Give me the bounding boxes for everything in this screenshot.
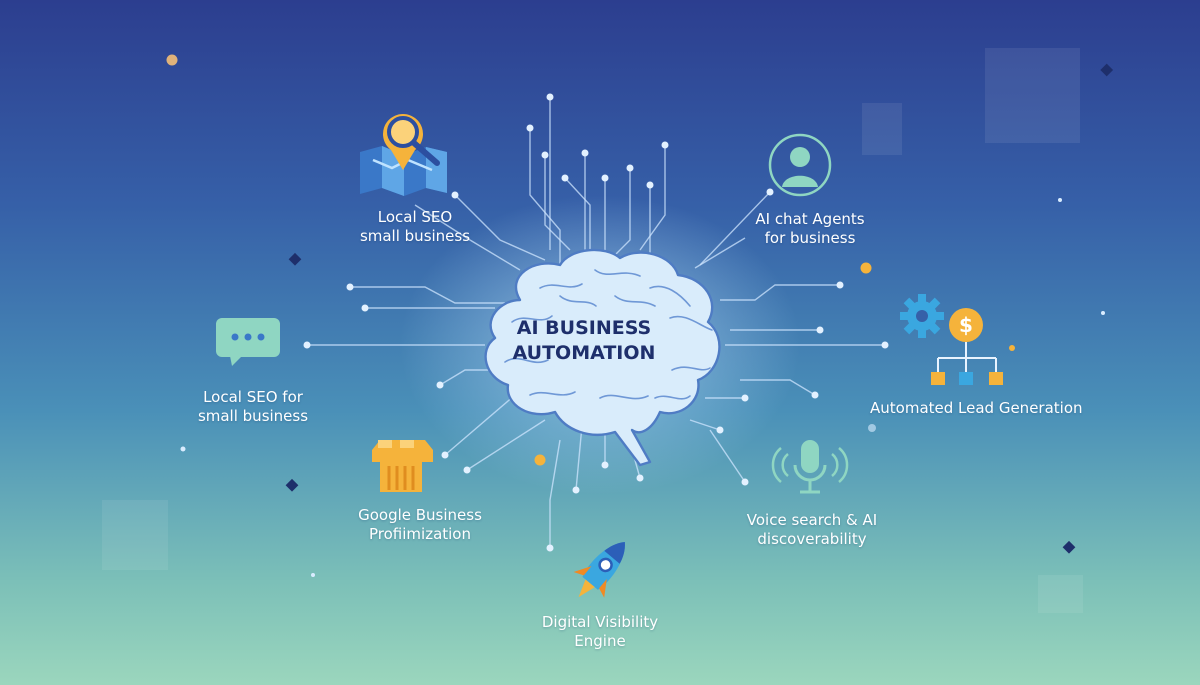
node-digital-visibility: Digital Visibility Engine <box>520 613 680 651</box>
node-label-line2: small business <box>359 227 471 245</box>
rocket-icon <box>573 541 625 598</box>
bg-square <box>1038 575 1083 613</box>
map-search-icon <box>360 113 447 196</box>
svg-text:$: $ <box>959 313 973 337</box>
node-lead-generation: Automated Lead Generation <box>870 399 1083 418</box>
node-local-seo-top: Local SEO small business <box>340 208 490 246</box>
decor-dots <box>166 54 1114 577</box>
bg-square <box>862 103 902 155</box>
circuit-lines <box>307 97 885 548</box>
storefront-icon <box>372 440 433 492</box>
node-voice-search: Voice search & AI discoverability <box>722 511 902 549</box>
chat-bubble-icon <box>216 318 280 366</box>
bg-square <box>985 48 1080 143</box>
node-label-line2: small business <box>197 407 309 425</box>
node-label-line2: Profiimization <box>369 525 471 543</box>
center-title-line2: AUTOMATION <box>512 342 656 364</box>
brain-icon <box>484 248 721 467</box>
node-label-line1: Local SEO for <box>203 388 303 406</box>
user-avatar-icon <box>768 133 832 197</box>
node-label-line1: Voice search & AI <box>746 511 878 529</box>
bg-square <box>102 500 168 570</box>
node-label-line1: Automated Lead Generation <box>870 399 1083 417</box>
node-label-line2: discoverability <box>757 530 867 548</box>
node-google-business: Google Business Profiimization <box>345 506 495 544</box>
node-label-line2: for business <box>764 229 856 247</box>
node-label-line1: Digital Visibility <box>541 613 659 631</box>
gear-dollar-flow-icon: $ <box>900 294 1003 385</box>
node-label-line1: Local SEO <box>377 208 453 226</box>
node-label-line2: Engine <box>574 632 626 650</box>
center-title: AI BUSINESS AUTOMATION <box>474 316 694 366</box>
microphone-icon <box>771 440 849 494</box>
node-local-seo-left: Local SEO for small business <box>178 388 328 426</box>
node-label-line1: Google Business <box>358 506 482 524</box>
center-title-line1: AI BUSINESS <box>516 317 652 339</box>
node-ai-chat-agents: AI chat Agents for business <box>730 210 890 248</box>
circuit-nodes <box>303 93 889 552</box>
node-label-line1: AI chat Agents <box>755 210 865 228</box>
